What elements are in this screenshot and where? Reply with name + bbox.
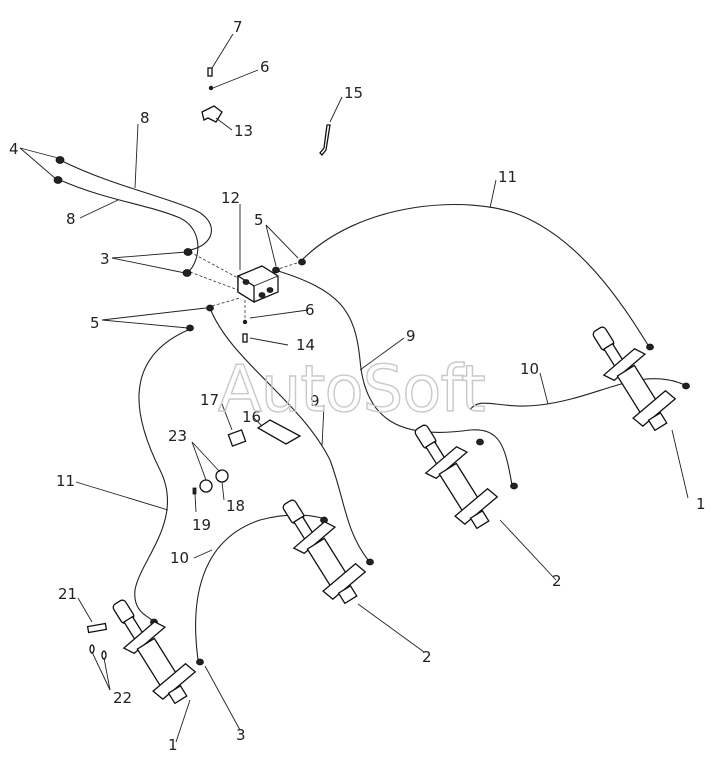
- callout-1-left: 1: [168, 736, 178, 754]
- fitting-4a: [55, 156, 65, 164]
- callout-9-right: 9: [406, 327, 416, 345]
- dashed-link-d: [274, 261, 301, 271]
- callout-12: 12: [221, 189, 240, 207]
- valve-block: [237, 265, 279, 304]
- bolt-14: [242, 333, 248, 343]
- fitting-5b: [298, 258, 306, 266]
- callout-5-left: 5: [90, 314, 100, 332]
- callout-14: 14: [296, 336, 315, 354]
- dashed-link-b: [189, 271, 239, 291]
- callout-3-bottom: 3: [236, 726, 246, 744]
- bolt-7: [207, 67, 213, 77]
- callout-6-top: 6: [260, 58, 270, 76]
- callout-2-right: 2: [552, 572, 562, 590]
- part-18: [215, 469, 229, 483]
- callout-8-bottom: 8: [66, 210, 76, 228]
- plate-16: [256, 419, 302, 445]
- callout-10-right: 10: [520, 360, 539, 378]
- hose-9-right: [274, 269, 513, 486]
- part-17: [227, 429, 247, 447]
- pin-19: [192, 487, 197, 495]
- callout-7: 7: [233, 18, 243, 36]
- hose-8-upper: [59, 159, 212, 251]
- callout-9-middle: 9: [310, 392, 320, 410]
- pin-22a: [89, 644, 95, 654]
- fitting-m2: [366, 558, 374, 566]
- watermark: AutoSoft: [218, 353, 485, 427]
- callout-1-right: 1: [696, 495, 706, 513]
- cylinder-mid-right: [414, 424, 499, 530]
- callout-22: 22: [113, 689, 132, 707]
- callout-15: 15: [344, 84, 363, 102]
- callout-23: 23: [168, 427, 187, 445]
- dashed-link-a: [189, 251, 239, 279]
- callout-4: 4: [9, 140, 19, 158]
- small-parts: [86, 67, 331, 660]
- callout-3-top: 3: [100, 250, 110, 268]
- cylinder-left: [112, 599, 197, 705]
- pin-21: [86, 622, 108, 634]
- hose-10-right: [469, 378, 686, 411]
- callout-18: 18: [226, 497, 245, 515]
- hose-11-left: [134, 329, 189, 621]
- callout-21: 21: [58, 585, 77, 603]
- hoses: [59, 159, 686, 661]
- fitting-r3: [476, 438, 484, 446]
- hose-8-lower: [59, 179, 199, 273]
- fitting-l2: [196, 658, 204, 666]
- callout-10-left: 10: [170, 549, 189, 567]
- cylinder-middle: [282, 499, 367, 605]
- washer-6-bottom: [242, 319, 248, 325]
- callout-8-top: 8: [140, 109, 150, 127]
- cylinder-right: [592, 326, 677, 432]
- dashed-link-c: [211, 297, 241, 307]
- fittings: [53, 156, 690, 666]
- callout-11-top: 11: [498, 168, 517, 186]
- callout-17: 17: [200, 391, 219, 409]
- fitting-r1: [646, 343, 654, 351]
- clamp-13: [201, 105, 223, 123]
- callout-6-bottom: 6: [305, 301, 315, 319]
- fitting-r2: [682, 382, 690, 390]
- bracket-15: [319, 124, 331, 156]
- hose-9-middle: [209, 307, 369, 561]
- fitting-4b: [53, 176, 63, 184]
- pin-22b: [101, 650, 107, 660]
- part-23: [199, 479, 213, 493]
- cylinders: [112, 326, 677, 705]
- callout-11-left: 11: [56, 472, 75, 490]
- callout-labels: 7 6 13 15 4 8 8 12 3 5 11 6 5 14 9 10 17…: [9, 18, 706, 754]
- hose-11-right: [299, 204, 649, 346]
- fitting-5c: [206, 304, 214, 312]
- callout-5-top: 5: [254, 211, 264, 229]
- fitting-r4: [510, 482, 518, 490]
- callout-2-middle: 2: [422, 648, 432, 666]
- callout-19: 19: [192, 516, 211, 534]
- callout-16: 16: [242, 408, 261, 426]
- fitting-5a: [272, 266, 280, 274]
- callout-13: 13: [234, 122, 253, 140]
- washer-6-top: [208, 85, 214, 91]
- leader-lines: [19, 33, 689, 743]
